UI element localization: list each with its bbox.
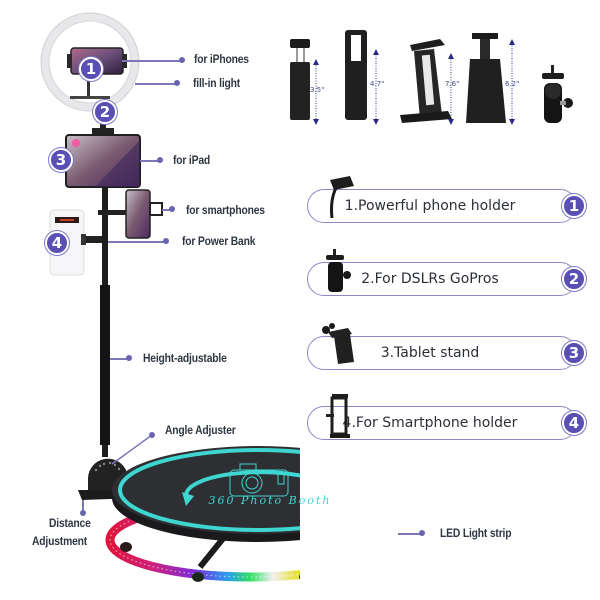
badge-1-iphones: 1 — [79, 57, 103, 81]
leader-dot — [157, 157, 163, 163]
smartphone-clamp-icon — [326, 394, 350, 438]
leader-iphones — [122, 60, 182, 62]
badge-2-fill-light: 2 — [93, 100, 117, 124]
feature-label: 1.Powerful phone holder — [344, 198, 516, 214]
feature-pill-3: 3.Tablet stand 3 — [307, 336, 586, 370]
camera-logo — [229, 463, 289, 497]
leader-dot — [179, 57, 185, 63]
feature-badge: 2 — [562, 267, 586, 291]
label-for-smartphones: for smartphones — [186, 203, 265, 217]
turntable-top — [112, 446, 300, 534]
leader-dot — [174, 80, 180, 86]
leader-dot — [419, 530, 425, 536]
label-for-power-bank: for Power Bank — [182, 234, 256, 248]
label-angle-adjuster: Angle Adjuster — [165, 423, 236, 437]
ring-light — [41, 13, 139, 111]
dimension-holder-3: 7.6" — [445, 80, 460, 88]
feature-badge: 1 — [562, 194, 586, 218]
feature-pill-2: 2.For DSLRs GoPros 2 — [307, 262, 586, 296]
leader-power-bank — [108, 241, 166, 243]
holder-accessories — [290, 30, 573, 125]
label-for-iphones: for iPhones — [194, 52, 249, 66]
label-distance-line2: Adjustment — [32, 534, 88, 548]
feature-pill-4: 4.For Smartphone holder 4 — [307, 406, 586, 440]
tablet-clamp-icon — [322, 323, 354, 364]
leader-fill-light — [135, 83, 177, 85]
leader-led — [398, 533, 422, 535]
feature-label: 2.For DSLRs GoPros — [361, 271, 499, 287]
label-distance-line1: Distance — [49, 516, 91, 530]
dimension-holder-1: 3.5" — [310, 86, 325, 94]
phone-clamp-icon — [330, 176, 354, 219]
leader-distance — [82, 500, 84, 512]
label-for-ipad: for iPad — [173, 153, 211, 167]
leader-angle — [111, 434, 153, 465]
feature-badge: 3 — [562, 341, 586, 365]
feature-label: 4.For Smartphone holder — [342, 415, 518, 431]
tablet-holder-vertical-icon — [466, 33, 506, 123]
leader-dot — [169, 206, 175, 212]
leader-smartphones — [162, 209, 171, 211]
leader-dot — [163, 238, 169, 244]
ball-head-icon — [542, 65, 573, 123]
label-led-light-strip: LED Light strip — [440, 526, 512, 540]
dimension-holder-4: 6.2" — [505, 80, 520, 88]
label-height-adjustable: Height-adjustable — [143, 351, 227, 365]
badge-4-power-bank: 4 — [45, 231, 69, 255]
smartphone — [125, 189, 151, 239]
ball-head-icon — [326, 249, 351, 292]
phone-holder-medium-icon — [345, 30, 367, 120]
feature-pill-1: 1.Powerful phone holder 1 — [307, 189, 586, 223]
label-fill-in-light: fill-in light — [193, 76, 241, 90]
feature-badge: 4 — [562, 411, 586, 435]
badge-3-ipad: 3 — [49, 148, 73, 172]
leader-ipad — [140, 160, 160, 162]
feature-label: 3.Tablet stand — [380, 345, 480, 361]
leader-dot — [126, 355, 132, 361]
leader-dot — [149, 432, 155, 438]
tablet-holder-icon — [400, 39, 452, 123]
leader-height — [110, 358, 128, 360]
photo-booth-illustration — [40, 12, 300, 582]
leader-dot — [80, 510, 86, 516]
platform-logo-text: 360 Photo Booth — [208, 494, 332, 507]
phone-holder-small-icon — [290, 39, 310, 120]
dimension-holder-2: 4.7" — [370, 80, 385, 88]
